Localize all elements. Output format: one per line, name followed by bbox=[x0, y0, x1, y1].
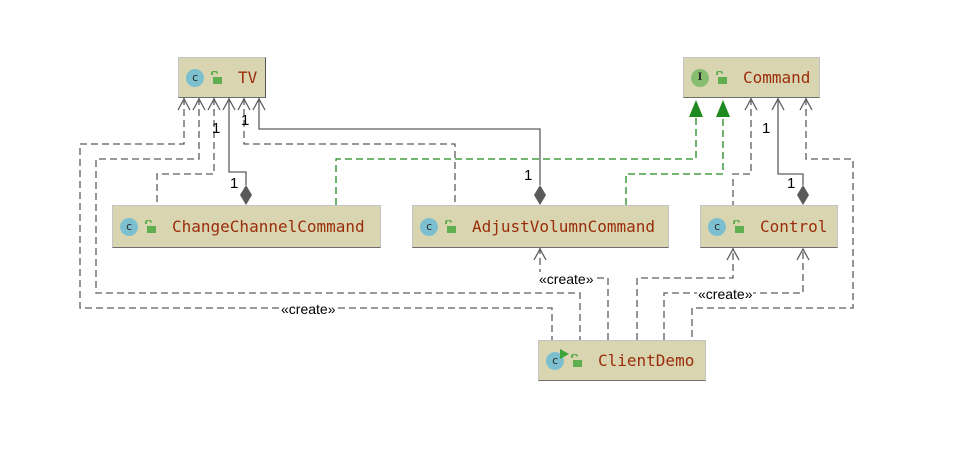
open-arrowhead-icon bbox=[799, 97, 813, 111]
unlocked-icon bbox=[445, 219, 456, 233]
dependency-edge[interactable] bbox=[156, 98, 215, 205]
interface-icon: I bbox=[691, 68, 709, 87]
realization-arrowhead-icon bbox=[689, 100, 703, 117]
multiplicity-label: 1 bbox=[787, 175, 796, 192]
composition-diamond-icon bbox=[240, 185, 252, 205]
open-arrowhead-icon bbox=[237, 97, 251, 111]
open-arrowhead-icon bbox=[771, 97, 785, 111]
open-arrowhead-icon bbox=[207, 97, 221, 111]
class-icon-letter: c bbox=[551, 354, 559, 367]
composition-diamond-icon bbox=[797, 185, 809, 205]
multiplicity-label: 1 bbox=[212, 120, 221, 137]
realization-arrowhead-icon bbox=[716, 100, 730, 117]
composition-edge[interactable] bbox=[258, 98, 541, 185]
arrowheads-layer bbox=[177, 97, 813, 261]
runnable-class-icon: c bbox=[546, 348, 569, 370]
class-name: Control bbox=[760, 217, 828, 236]
class-node-control[interactable]: c Control bbox=[700, 205, 838, 248]
class-icon: c bbox=[708, 217, 726, 236]
multiplicity-label: 1 bbox=[241, 112, 250, 129]
realization-edge[interactable] bbox=[335, 117, 697, 205]
unlocked-icon bbox=[211, 70, 222, 84]
open-arrowhead-icon bbox=[796, 247, 810, 261]
class-icon: c bbox=[120, 217, 138, 236]
class-node-adjust-volumn-command[interactable]: c AdjustVolumnCommand bbox=[412, 205, 669, 248]
class-icon-letter: c bbox=[125, 220, 133, 233]
composition-diamond-icon bbox=[534, 185, 546, 205]
run-badge-icon bbox=[560, 348, 569, 359]
class-name: TV bbox=[238, 68, 258, 87]
multiplicity-label: 1 bbox=[230, 175, 239, 192]
class-node-change-channel-command[interactable]: c ChangeChannelCommand bbox=[112, 205, 381, 248]
unlocked-icon bbox=[571, 353, 582, 367]
open-arrowhead-icon bbox=[177, 97, 191, 111]
realization-edge[interactable] bbox=[625, 117, 724, 205]
open-arrowhead-icon bbox=[533, 247, 547, 261]
composition-edge[interactable] bbox=[228, 98, 247, 185]
multiplicity-label: 1 bbox=[762, 120, 771, 137]
unlocked-icon bbox=[145, 219, 156, 233]
interface-name: Command bbox=[743, 68, 811, 87]
create-stereotype-label: «create» bbox=[538, 271, 595, 287]
create-stereotype-label: «create» bbox=[697, 286, 754, 302]
dependency-edge[interactable] bbox=[79, 98, 553, 340]
open-arrowhead-icon bbox=[252, 97, 266, 111]
class-icon-letter: c bbox=[191, 71, 199, 84]
create-stereotype-label: «create» bbox=[280, 301, 337, 317]
composition-edge[interactable] bbox=[777, 98, 804, 185]
dependency-edge[interactable] bbox=[636, 248, 734, 340]
class-icon-letter: c bbox=[713, 220, 721, 233]
unlocked-icon bbox=[733, 219, 744, 233]
class-name: ClientDemo bbox=[598, 351, 695, 370]
multiplicity-label: 1 bbox=[524, 167, 533, 184]
class-name: AdjustVolumnCommand bbox=[472, 217, 656, 236]
open-arrowhead-icon bbox=[726, 247, 740, 261]
dependency-edge[interactable] bbox=[691, 98, 854, 340]
dependency-edge[interactable] bbox=[732, 98, 752, 205]
class-node-tv[interactable]: c TV bbox=[178, 57, 266, 98]
open-arrowhead-icon bbox=[192, 97, 206, 111]
class-icon: c bbox=[420, 217, 438, 236]
class-icon-letter: c bbox=[425, 220, 433, 233]
open-arrowhead-icon bbox=[744, 97, 758, 111]
dependency-edge[interactable] bbox=[95, 98, 581, 340]
dependency-edge[interactable] bbox=[539, 248, 609, 340]
open-arrowhead-icon bbox=[222, 97, 236, 111]
class-node-client-demo[interactable]: c ClientDemo bbox=[538, 340, 706, 381]
dependency-edge[interactable] bbox=[243, 98, 456, 205]
interface-icon-letter: I bbox=[697, 72, 703, 83]
class-icon: c bbox=[186, 68, 204, 87]
class-name: ChangeChannelCommand bbox=[172, 217, 365, 236]
interface-node-command[interactable]: I Command bbox=[683, 57, 820, 98]
unlocked-icon bbox=[716, 70, 727, 84]
